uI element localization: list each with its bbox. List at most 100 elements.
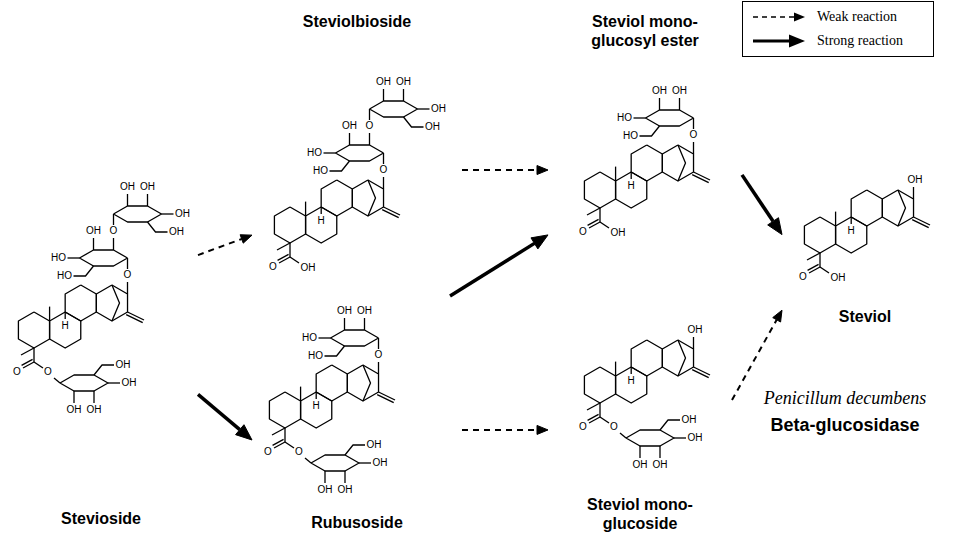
bond-line <box>620 433 626 438</box>
bond-line <box>22 359 33 365</box>
atom-label: H <box>628 376 635 386</box>
bond-line <box>21 348 34 355</box>
atom-label: HO <box>617 113 632 123</box>
bond-line <box>112 285 120 321</box>
compound-name: Rubusoside <box>311 513 403 532</box>
bond-line <box>584 367 615 403</box>
bond-line <box>127 258 128 269</box>
atom-label: OH <box>301 263 316 273</box>
bond-line <box>646 110 694 126</box>
legend-row: Weak reaction <box>749 5 927 29</box>
atom-label: O <box>366 121 374 131</box>
enzyme-name: Beta-glucosidase <box>770 415 919 435</box>
bond-line <box>330 161 350 171</box>
weak-reaction-arrow <box>462 166 548 175</box>
bond-line <box>319 337 331 338</box>
atom-label: OH <box>67 405 82 415</box>
bond-line <box>284 428 285 442</box>
bond-line <box>378 338 379 349</box>
atom-label: H <box>628 181 635 191</box>
bond-line <box>660 420 680 430</box>
atom-label: H <box>313 401 320 411</box>
bond-line <box>345 445 365 455</box>
bond-line <box>659 98 660 110</box>
atom-label: O <box>44 367 52 377</box>
bond-line <box>60 375 108 391</box>
legend-row: Strong reaction <box>749 29 927 53</box>
bond-line <box>54 378 60 383</box>
bond-line <box>364 318 365 330</box>
bond-line <box>50 312 81 348</box>
bond-line <box>274 442 285 448</box>
atom-label: HO <box>302 333 317 343</box>
bond-line <box>272 428 285 435</box>
bond-line <box>331 330 379 346</box>
atom-label: OH <box>688 325 703 335</box>
bond-line <box>678 340 686 376</box>
bond-line <box>693 142 694 154</box>
bond-line <box>324 471 325 483</box>
atom-label: O <box>579 422 587 432</box>
atom-label: OH <box>86 226 101 236</box>
bond-line <box>692 370 709 378</box>
atom-label: OH <box>653 460 668 470</box>
legend-head <box>789 35 805 48</box>
bond-line <box>882 190 913 226</box>
bond-line <box>378 362 379 374</box>
atom-label: OH <box>688 433 703 443</box>
arrow-shaft <box>198 394 240 429</box>
legend-head <box>794 13 805 22</box>
bond-line <box>127 194 128 206</box>
legend-line <box>753 40 789 43</box>
atom-label: OH <box>373 458 388 468</box>
bond-line <box>368 180 376 216</box>
bond-line <box>23 362 34 368</box>
atom-label: OH <box>396 77 411 87</box>
bond-line <box>674 437 686 438</box>
legend-text: Weak reaction <box>817 9 897 25</box>
bond-line <box>347 365 378 401</box>
atom-label: OH <box>611 228 626 238</box>
compound-node: Steviolbioside <box>252 8 462 285</box>
bond-line <box>898 190 906 226</box>
bond-line <box>363 365 371 401</box>
atom-label: HO <box>313 166 328 176</box>
bond-line <box>599 208 600 222</box>
bond-line <box>290 257 299 263</box>
bond-line <box>835 212 836 226</box>
atom-label: O <box>380 165 388 175</box>
atom-label: OH <box>169 227 184 237</box>
bond-line <box>65 312 66 319</box>
atom-label: OH <box>831 273 846 283</box>
bond-line <box>631 145 662 181</box>
bond-line <box>305 202 306 216</box>
compound-name: Steviol mono- glucoside <box>570 495 710 533</box>
atom-label: O <box>124 270 132 280</box>
bond-line <box>807 253 820 260</box>
atom-label: OH <box>431 104 446 114</box>
atom-label: H <box>318 216 325 226</box>
bond-line <box>349 133 350 145</box>
atom-label: HO <box>308 351 323 361</box>
bond-line <box>289 243 290 257</box>
bond-line <box>126 315 142 323</box>
atom-label: HO <box>307 148 322 158</box>
atom-label: O <box>375 350 383 360</box>
bond-line <box>148 222 168 232</box>
atom-label: OH <box>175 209 190 219</box>
bond-line <box>94 365 114 375</box>
weak-reaction-arrow <box>732 310 782 400</box>
atom-label: OH <box>337 306 352 316</box>
compound-name: Steviolbioside <box>303 12 411 31</box>
bond-line <box>93 391 94 403</box>
bond-line <box>273 439 284 445</box>
atom-label: OH <box>342 121 357 131</box>
bond-line <box>584 172 615 208</box>
bond-line <box>114 206 162 222</box>
atom-label: OH <box>122 378 137 388</box>
bond-line <box>285 442 294 448</box>
atom-label: H <box>62 321 69 331</box>
bond-line <box>600 222 609 228</box>
